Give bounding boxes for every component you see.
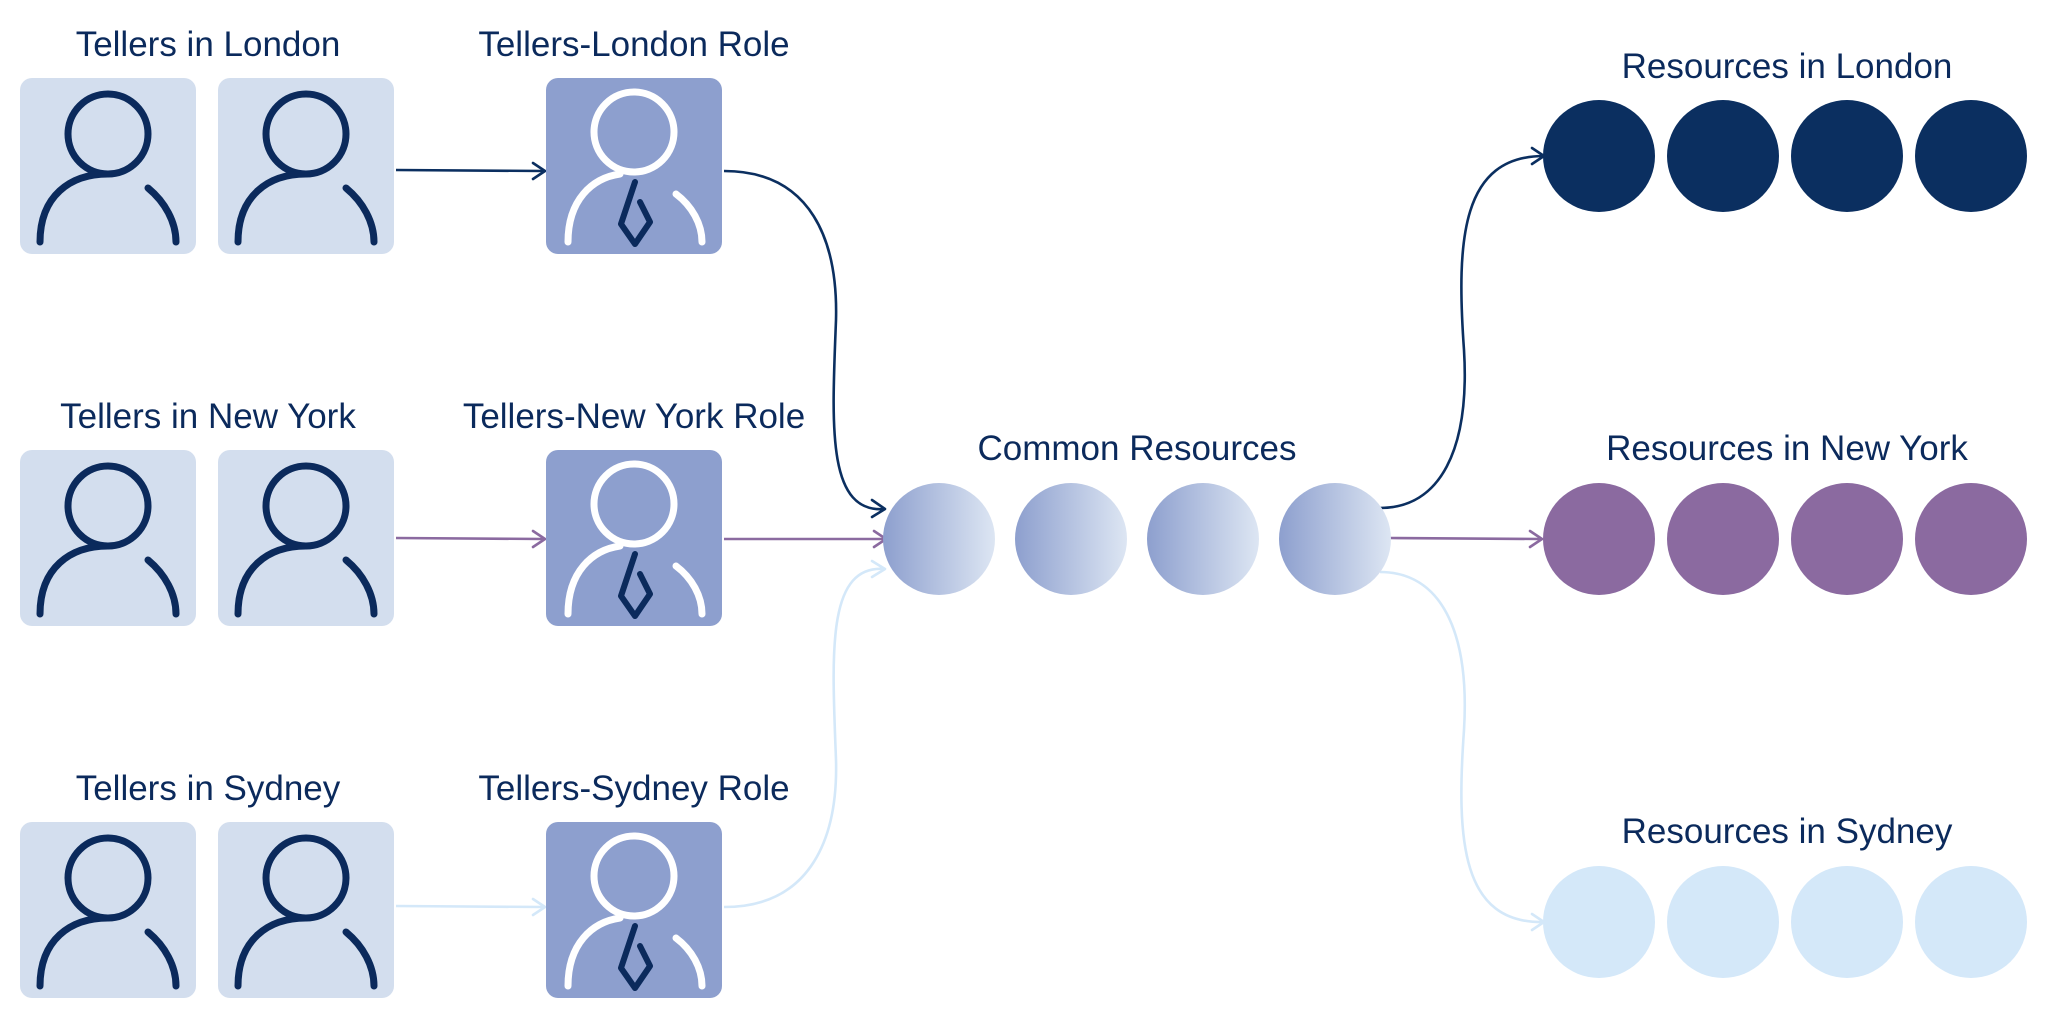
arrowhead [870, 498, 887, 519]
group-new-york: Tellers in New York Tellers-New York Rol… [20, 397, 2027, 626]
common-resource-circle [1279, 483, 1391, 595]
common-resource-circle [883, 483, 995, 595]
resource-circle [1543, 483, 1655, 595]
tellers-label: Tellers in Sydney [76, 769, 341, 808]
role-label: Tellers-New York Role [463, 397, 805, 436]
tellers-label: Tellers in New York [60, 397, 356, 436]
flow-tellers-newyork-to-role [395, 536, 545, 541]
arrowhead [1528, 529, 1544, 549]
resource-circle [1915, 866, 2027, 978]
flow-sydney-role-to-common [723, 567, 886, 909]
common-resource-circle [1015, 483, 1127, 595]
resources-label: Resources in Sydney [1622, 812, 1953, 851]
teller-user-icon [218, 78, 394, 254]
resource-circle [1791, 866, 1903, 978]
resource-circle [1667, 100, 1779, 212]
role-user-with-tie-icon [546, 78, 722, 254]
resource-circles [1543, 100, 2027, 212]
tellers-label: Tellers in London [76, 25, 341, 64]
arrowhead [531, 897, 547, 917]
teller-user-icon [218, 822, 394, 998]
teller-user-icon [20, 822, 196, 998]
role-label: Tellers-London Role [478, 25, 789, 64]
resource-circles [1543, 483, 2027, 595]
common-resource-circles [883, 483, 1391, 595]
role-user-with-tie-icon [546, 822, 722, 998]
flow-connectors [395, 146, 1546, 932]
resource-circle [1915, 483, 2027, 595]
resources-label: Resources in London [1622, 47, 1953, 86]
flow-common-to-sydney-resources [1379, 570, 1545, 924]
resource-circle [1791, 100, 1903, 212]
flow-tellers-london-to-role [395, 168, 545, 173]
resource-circle [1915, 100, 2027, 212]
resource-circles [1543, 866, 2027, 978]
arrowhead [531, 161, 547, 181]
common-resources-label: Common Resources [978, 429, 1297, 468]
teller-user-icon [218, 450, 394, 626]
group-london: Tellers in London Tellers-London Role Re… [20, 25, 2027, 254]
resource-circle [1543, 100, 1655, 212]
resource-circle [1791, 483, 1903, 595]
group-sydney: Tellers in Sydney Tellers-Sydney Role Re… [20, 769, 2027, 998]
arrowhead [870, 559, 887, 579]
role-label: Tellers-Sydney Role [478, 769, 789, 808]
role-user-with-tie-icon [546, 450, 722, 626]
common-resource-circle [1147, 483, 1259, 595]
arrowhead [531, 529, 547, 549]
resources-label: Resources in New York [1606, 429, 1968, 468]
group-common: Common Resources [883, 429, 1391, 595]
flow-common-to-london-resources [1379, 154, 1545, 510]
resource-circle [1667, 483, 1779, 595]
flow-common-to-newyork-resources [1389, 536, 1542, 541]
flow-tellers-sydney-to-role [395, 904, 545, 909]
teller-user-icon [20, 78, 196, 254]
flow-london-role-to-common [723, 169, 886, 511]
resource-circle [1543, 866, 1655, 978]
teller-user-icon [20, 450, 196, 626]
resource-circle [1667, 866, 1779, 978]
